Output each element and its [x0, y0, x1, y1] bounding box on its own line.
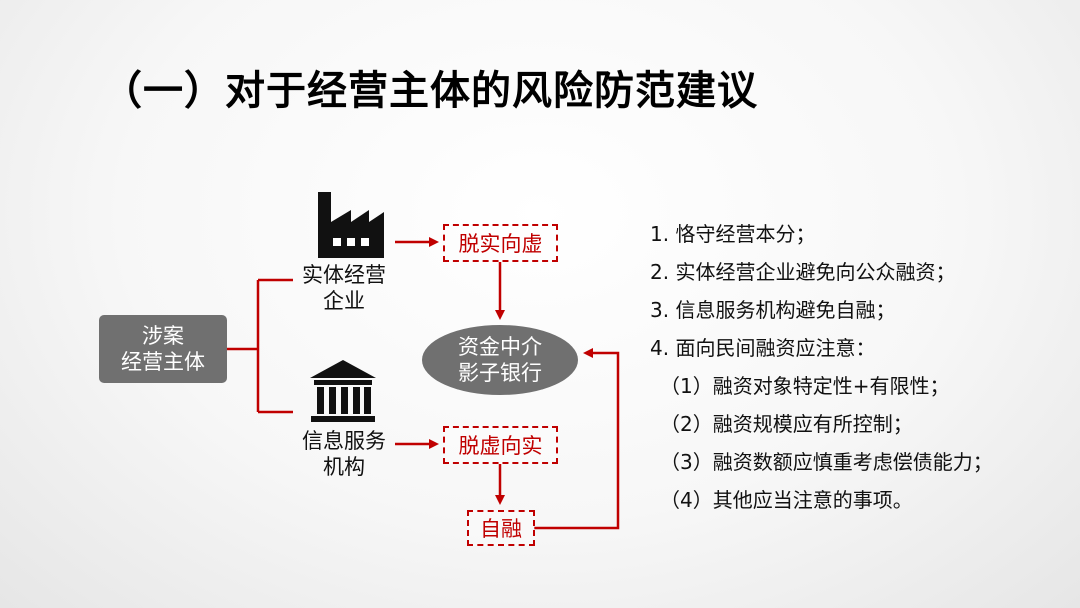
advice-subitem: （1）融资对象特定性+有限性；: [660, 374, 950, 398]
intermediary-node: 资金中介 影子银行: [422, 325, 578, 395]
advice-list: 1. 恪守经营本分； 2. 实体经营企业避免向公众融资； 3. 信息服务机构避免…: [650, 215, 1070, 519]
advice-item: 3. 信息服务机构避免自融；: [650, 298, 896, 322]
arrow-self-to-intermediary: [534, 348, 620, 530]
advice-subitem: （4）其他应当注意的事项。: [660, 488, 913, 512]
advice-subitem: （2）融资规模应有所控制；: [660, 412, 913, 436]
tag-virtual: 脱实向虚: [443, 224, 558, 262]
subject-node: 涉案 经营主体: [99, 315, 227, 383]
bracket-connector: [227, 278, 293, 414]
institution-label: 信息服务 机构: [292, 428, 396, 480]
subject-node-line1: 涉案: [142, 324, 184, 348]
enterprise-label: 实体经营 企业: [292, 262, 396, 314]
institution-label-line2: 机构: [323, 455, 365, 479]
page-title: （一）对于经营主体的风险防范建议: [102, 68, 758, 114]
subject-node-line2: 经营主体: [121, 350, 205, 374]
advice-item: 2. 实体经营企业避免向公众融资；: [650, 260, 956, 284]
intermediary-node-line1: 资金中介: [458, 335, 542, 359]
tag-real: 脱虚向实: [443, 426, 558, 464]
advice-item: 1. 恪守经营本分；: [650, 222, 816, 246]
bank-icon: [310, 360, 376, 422]
factory-icon: [318, 192, 384, 258]
enterprise-label-line1: 实体经营: [302, 263, 386, 287]
institution-label-line1: 信息服务: [302, 429, 386, 453]
tag-self: 自融: [467, 510, 535, 546]
advice-item: 4. 面向民间融资应注意：: [650, 336, 876, 360]
advice-subitem: （3）融资数额应慎重考虑偿债能力；: [660, 450, 993, 474]
intermediary-node-line2: 影子银行: [458, 361, 542, 385]
enterprise-label-line2: 企业: [323, 289, 365, 313]
